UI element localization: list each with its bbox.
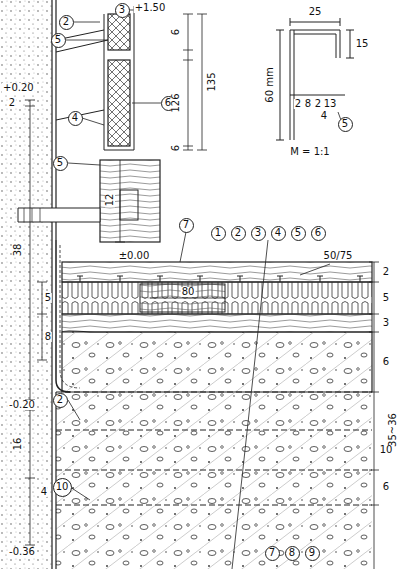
dimension-label: 6 (171, 144, 181, 152)
dimension-label: 16 (13, 437, 23, 452)
callout-number: 10 (56, 482, 69, 492)
dimension-label: 6 (382, 482, 390, 492)
callout-number: 5 (55, 35, 61, 45)
dimension-label: 15 (355, 39, 370, 49)
callout-number: 6 (315, 228, 321, 238)
callout-circle: 3 (251, 226, 266, 241)
callout-number: 3 (119, 5, 125, 15)
callout-number: 7 (183, 220, 189, 230)
dimension-label: 135 (207, 71, 217, 92)
callout-number: 2 (235, 228, 241, 238)
dimension-label: 10 (379, 445, 394, 455)
callout-circle: 7 (265, 546, 280, 561)
callout-number: 5 (342, 119, 348, 129)
callout-number: 3 (255, 228, 261, 238)
dimension-label: 126 (171, 92, 181, 113)
callout-circle: 3 (115, 3, 130, 18)
callout-number: 4 (275, 228, 281, 238)
dimension-label: 8 (304, 99, 312, 109)
callout-number: 5 (57, 158, 63, 168)
callout-circle: 9 (305, 546, 320, 561)
dimension-label: 60 mm (265, 66, 275, 103)
dimension-label: 12 (105, 193, 115, 208)
dimension-label: +0.20 (2, 83, 35, 93)
callout-number: 5 (295, 228, 301, 238)
callout-circle: 4 (271, 226, 286, 241)
dimension-label: ±0.00 (118, 251, 151, 261)
dimension-label: 13 (323, 99, 338, 109)
dimension-label: 2 (8, 98, 16, 108)
dimension-label: 4 (40, 487, 48, 497)
callout-circle: 2 (59, 15, 74, 30)
callout-circle: 4 (68, 111, 83, 126)
dimension-label: 2 (294, 99, 302, 109)
dimension-label: 4 (320, 111, 328, 121)
callout-circle: 1 (211, 226, 226, 241)
callout-number: 7 (269, 548, 275, 558)
callout-circle: 10 (53, 478, 72, 497)
dimension-label: 38 (13, 243, 23, 258)
callout-circle: 5 (291, 226, 306, 241)
callout-circle: 2 (53, 393, 68, 408)
callout-circle: 7 (179, 218, 194, 233)
dimension-label: 50/75 (323, 251, 354, 261)
dimension-label: -0.36 (8, 547, 36, 557)
callout-circle: 8 (285, 546, 300, 561)
dimension-label: M = 1:1 (289, 147, 330, 157)
callout-circle: 6 (311, 226, 326, 241)
callout-circle: 2 (231, 226, 246, 241)
callout-number: 1 (215, 228, 221, 238)
callout-number: 9 (309, 548, 315, 558)
dimension-label: 80 (181, 287, 196, 297)
dimension-label: 35~36 (388, 412, 398, 448)
callout-circle: 5 (338, 117, 353, 132)
dimension-label: 5 (44, 293, 52, 303)
dimension-label: 2 (314, 99, 322, 109)
dimension-label: 25 (308, 7, 323, 17)
dimension-label: 2 (382, 267, 390, 277)
callout-circle: 5 (51, 33, 66, 48)
callout-number: 2 (57, 395, 63, 405)
dimension-label: 8 (44, 332, 52, 342)
callout-number: 2 (63, 17, 69, 27)
dimension-label: 5 (382, 293, 390, 303)
callout-circle: 5 (53, 156, 68, 171)
dimension-label: +1.50 (134, 3, 167, 13)
dimension-label: 3 (382, 318, 390, 328)
callout-number: 4 (72, 113, 78, 123)
callout-number: 8 (289, 548, 295, 558)
dimension-label: 6 (171, 28, 181, 36)
dimension-label: -0.20 (8, 400, 36, 410)
dimension-label: 6 (382, 357, 390, 367)
